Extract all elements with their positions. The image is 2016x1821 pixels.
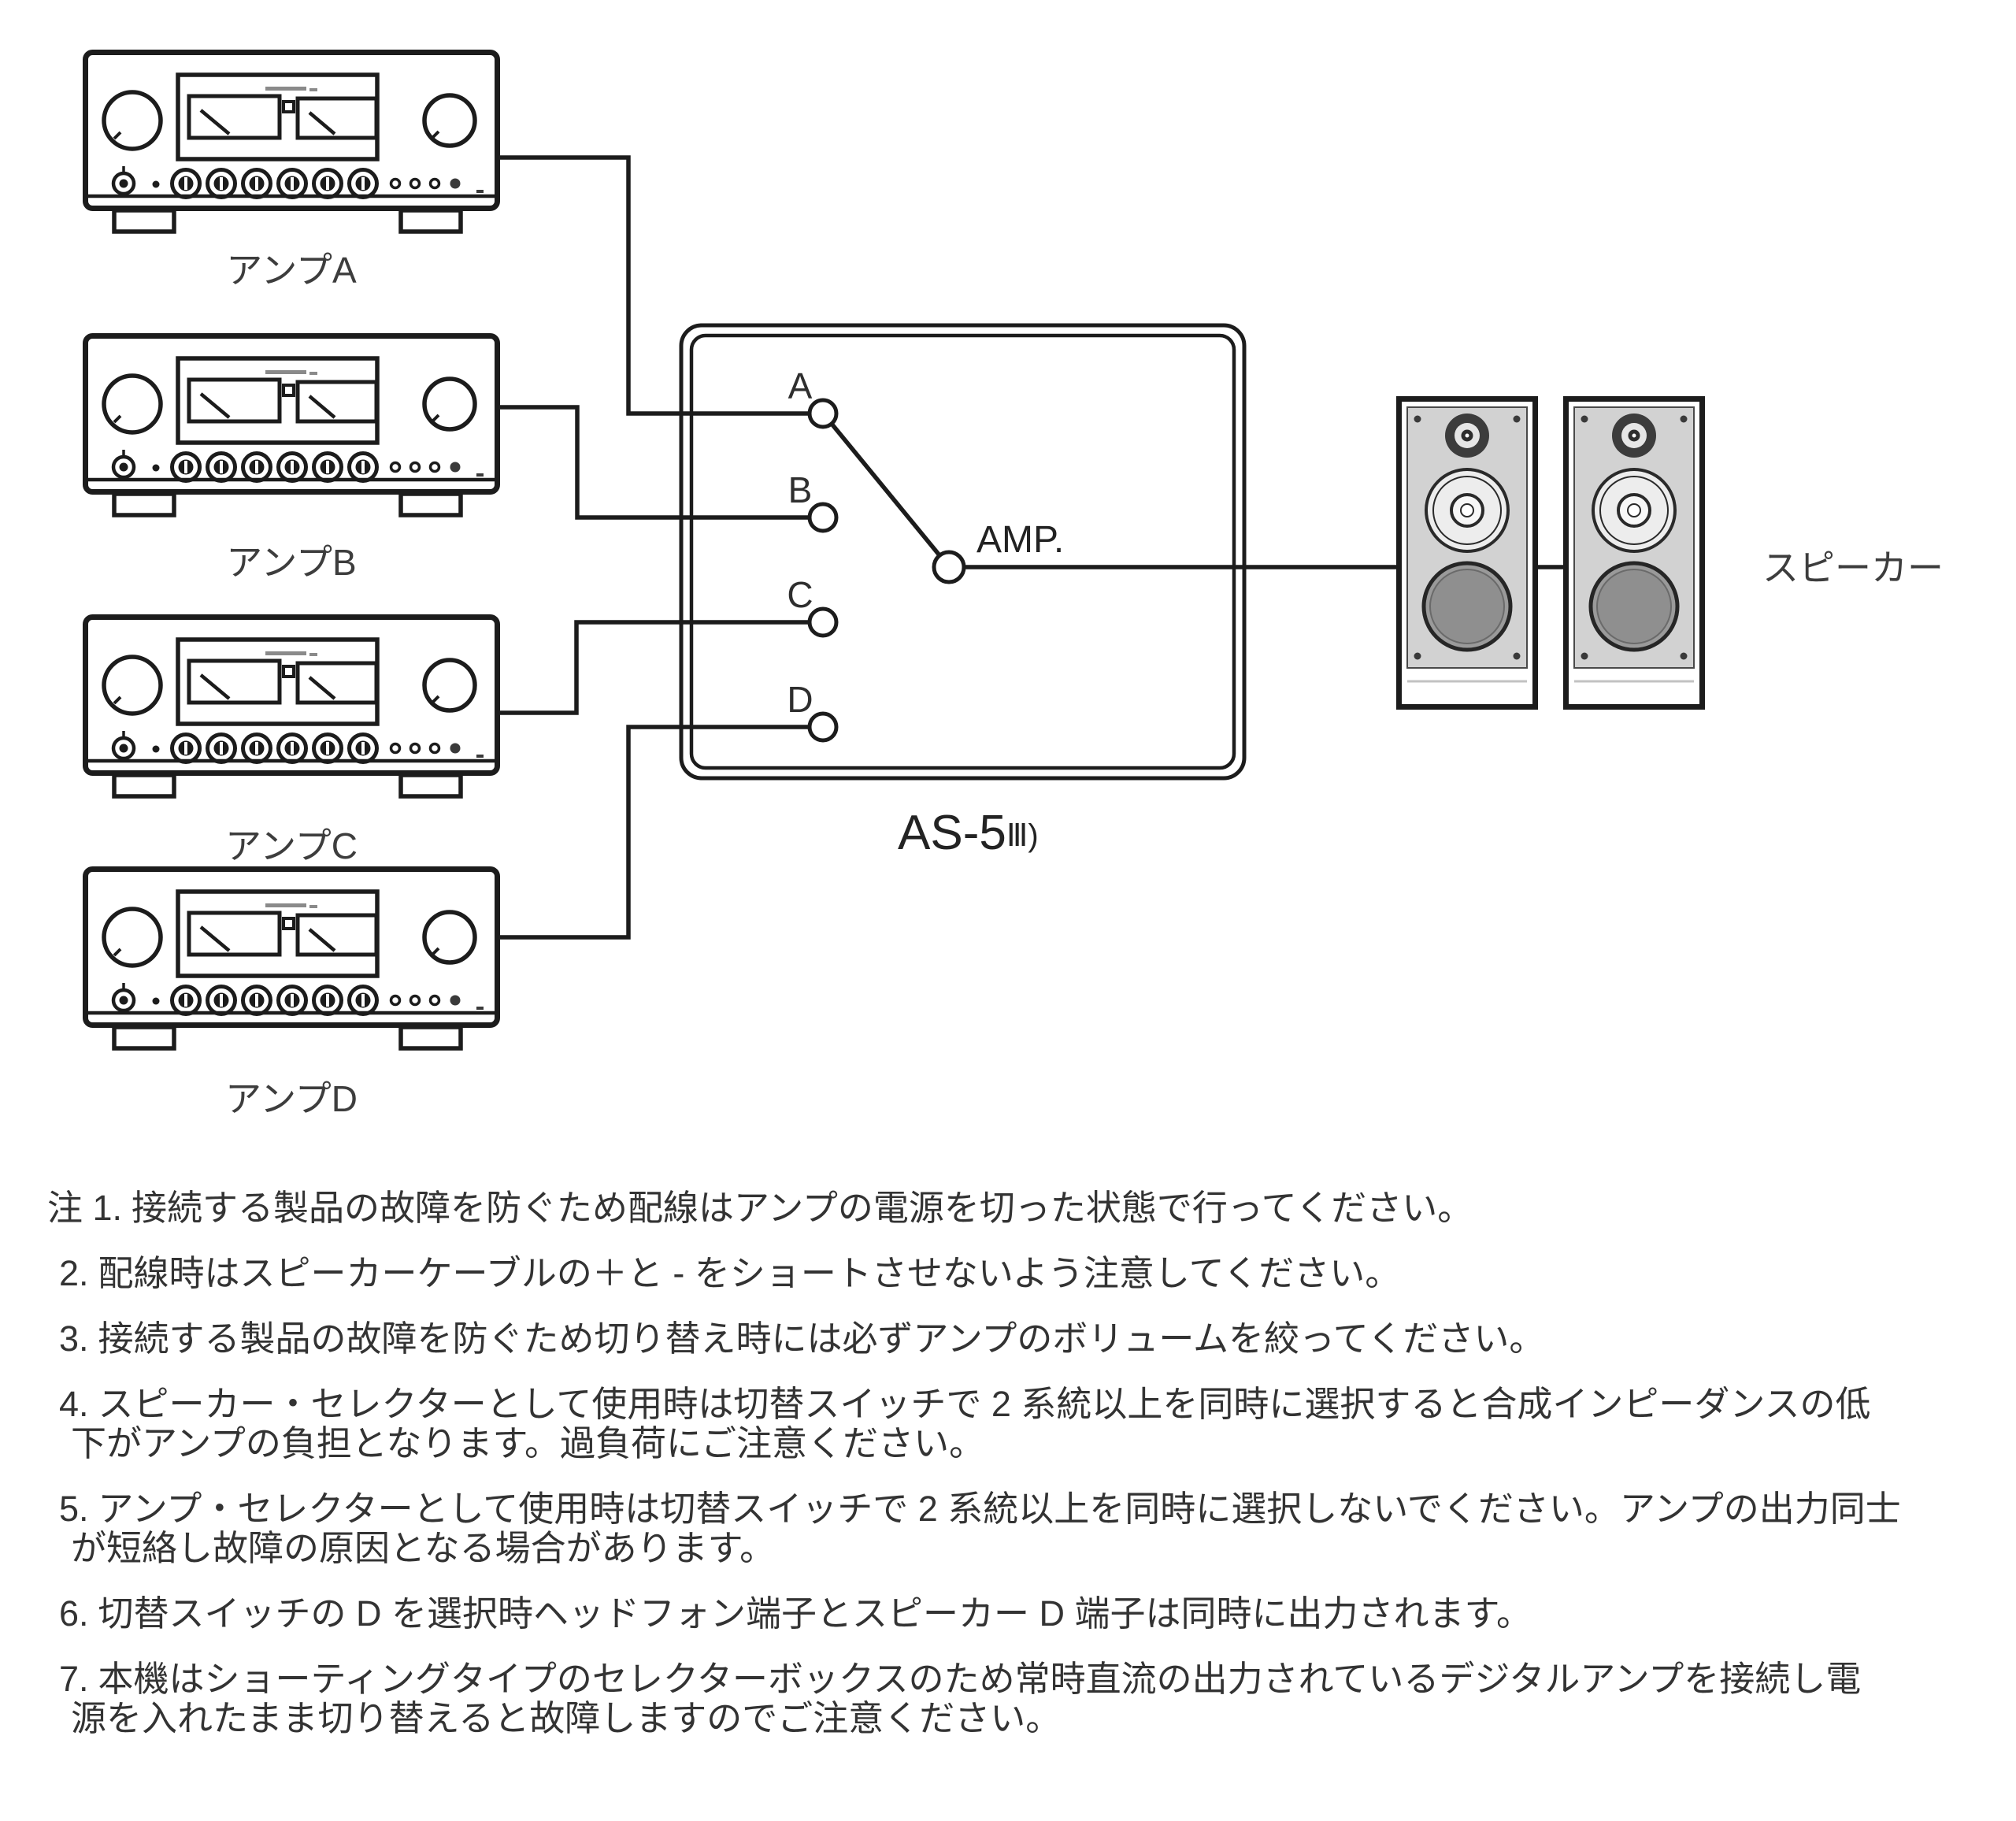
common-contact-label: AMP. bbox=[976, 519, 1064, 561]
note-4-text-line1: スピーカー・セレクターとして使用時は切替スイッチで 2 系統以上を同時に選択する… bbox=[98, 1384, 1871, 1424]
contact-a bbox=[807, 398, 839, 429]
note-2-text: 配線時はスピーカーケーブルの＋と - をショートさせないよう注意してください。 bbox=[98, 1253, 1401, 1293]
note-1: 注 1.接続する製品の故障を防ぐため配線はアンプの電源を切った状態で行ってくださ… bbox=[47, 1189, 1992, 1228]
contact-b bbox=[807, 502, 839, 533]
amp-c-illustration bbox=[86, 618, 498, 797]
note-4-text-line2: 下がアンプの負担となります。過負荷にご注意ください。 bbox=[71, 1423, 985, 1463]
switch-arm bbox=[829, 422, 942, 557]
note-2-marker: 2. bbox=[59, 1253, 89, 1293]
contact-a-label: A bbox=[788, 365, 813, 406]
note-6-text: 切替スイッチの D を選択時ヘッドフォン端子とスピーカー D 端子は同時に出力さ… bbox=[98, 1593, 1532, 1634]
note-1-marker: 注 1. bbox=[47, 1188, 123, 1228]
note-7-text-line2: 源を入れたまま切り替えると故障しますのでご注意ください。 bbox=[71, 1698, 1062, 1738]
notes-list: 注 1.接続する製品の故障を防ぐため配線はアンプの電源を切った状態で行ってくださ… bbox=[47, 1189, 1992, 1764]
contact-c-label: C bbox=[787, 574, 813, 615]
wire-amp-c bbox=[500, 620, 809, 715]
note-7-marker: 7. bbox=[59, 1659, 89, 1699]
note-3-marker: 3. bbox=[59, 1318, 89, 1359]
wire-amp-b bbox=[500, 405, 809, 520]
note-5-text-line2: が短絡し故障の原因となる場合があります。 bbox=[71, 1528, 776, 1568]
contact-d bbox=[807, 711, 839, 743]
note-7-text-line1: 本機はショーティングタイプのセレクターボックスのため常時直流の出力されているデジ… bbox=[98, 1659, 1862, 1699]
amp-d-illustration bbox=[86, 870, 498, 1049]
amp-b-illustration bbox=[86, 336, 498, 516]
speakers-label: スピーカー bbox=[1762, 547, 1944, 588]
note-3-text: 接続する製品の故障を防ぐため切り替え時には必ずアンプのボリュームを絞ってください… bbox=[98, 1318, 1545, 1359]
speaker-left-illustration bbox=[1399, 399, 1536, 707]
note-2: 2.配線時はスピーカーケーブルの＋と - をショートさせないよう注意してください… bbox=[47, 1254, 1992, 1293]
wire-amp-a bbox=[500, 155, 809, 416]
connection-diagram: アンプA アンプB アンプC アンプD A B C D AMP. AS-5Ⅲ) bbox=[0, 0, 1944, 1119]
note-6: 6.切替スイッチの D を選択時ヘッドフォン端子とスピーカー D 端子は同時に出… bbox=[47, 1594, 1992, 1634]
note-1-text: 接続する製品の故障を防ぐため配線はアンプの電源を切った状態で行ってください。 bbox=[132, 1188, 1473, 1228]
note-5-marker: 5. bbox=[59, 1489, 89, 1529]
note-4-marker: 4. bbox=[59, 1384, 89, 1424]
note-6-marker: 6. bbox=[59, 1593, 89, 1634]
common-contact bbox=[932, 550, 966, 584]
amp-b-label: アンプB bbox=[226, 542, 356, 583]
note-5: 5.アンプ・セレクターとして使用時は切替スイッチで 2 系統以上を同時に選択しな… bbox=[47, 1489, 1992, 1568]
amp-c-label: アンプC bbox=[225, 825, 358, 866]
selector-model-label: AS-5Ⅲ) bbox=[898, 806, 1039, 860]
amp-d-label: アンプD bbox=[225, 1078, 358, 1119]
note-7: 7.本機はショーティングタイプのセレクターボックスのため常時直流の出力されている… bbox=[47, 1660, 1992, 1738]
amp-a-illustration bbox=[86, 53, 498, 232]
contact-c bbox=[807, 606, 839, 638]
contact-b-label: B bbox=[788, 469, 813, 510]
wire-amp-d bbox=[500, 725, 809, 940]
speaker-right-illustration bbox=[1566, 399, 1703, 707]
contact-d-label: D bbox=[787, 679, 813, 720]
note-5-text-line1: アンプ・セレクターとして使用時は切替スイッチで 2 系統以上を同時に選択しないで… bbox=[98, 1489, 1901, 1529]
selector-box bbox=[679, 323, 1247, 781]
note-4: 4.スピーカー・セレクターとして使用時は切替スイッチで 2 系統以上を同時に選択… bbox=[47, 1385, 1992, 1463]
amp-a-label: アンプA bbox=[226, 250, 357, 291]
note-3: 3.接続する製品の故障を防ぐため切り替え時には必ずアンプのボリュームを絞ってくだ… bbox=[47, 1319, 1992, 1359]
